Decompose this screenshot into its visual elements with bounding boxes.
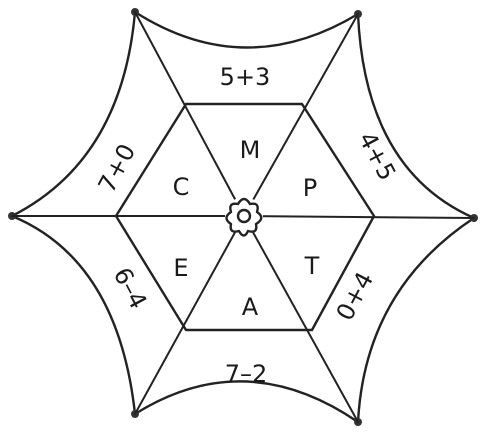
outer-edge-upper-right [358,14,474,218]
letter-lower-right: T [304,252,320,280]
expression-upper-right: 4+5 [353,127,402,185]
expression-bottom: 7–2 [225,360,268,388]
letter-lower-left: E [173,254,188,282]
letter-top: M [240,136,261,164]
flower-icon [225,197,263,236]
outer-edge-lower-left [12,216,135,414]
expression-lower-right: 0+4 [331,267,380,325]
spoke-right [244,216,474,218]
letter-bottom: A [242,293,259,321]
spoke-top-right [244,14,358,216]
expression-lower-left: 6–4 [108,263,153,314]
outer-edge-top [135,12,358,48]
spoke-top-left [135,12,244,216]
letter-upper-left: C [173,173,190,201]
expression-top: 5+3 [220,63,271,91]
letter-upper-right: P [303,174,317,202]
outer-edge-lower-right [358,218,474,422]
